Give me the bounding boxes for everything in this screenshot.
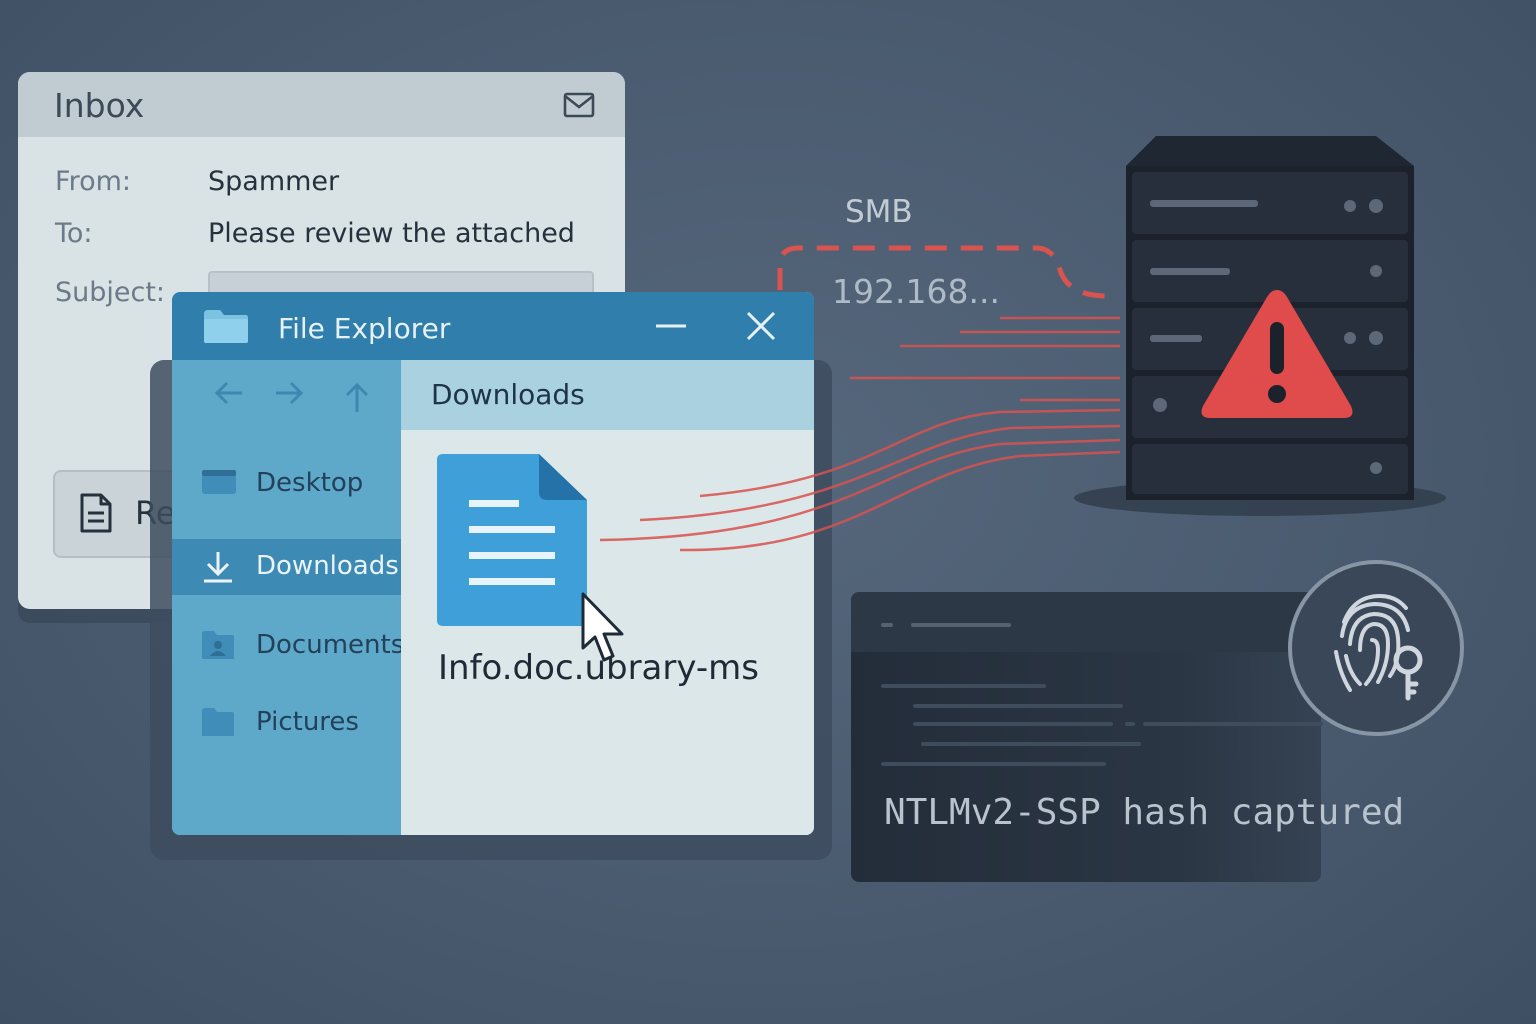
back-arrow-icon[interactable] xyxy=(212,378,246,412)
warning-icon xyxy=(1196,282,1358,428)
fingerprint-key-icon xyxy=(1284,556,1468,744)
current-path: Downloads xyxy=(431,378,585,411)
to-label: To: xyxy=(55,218,93,249)
up-arrow-icon[interactable] xyxy=(342,380,372,418)
sidebar-item-pictures[interactable]: Pictures xyxy=(172,695,401,751)
close-icon[interactable] xyxy=(745,310,777,346)
sidebar-item-label: Pictures xyxy=(256,707,359,737)
explorer-sidebar xyxy=(172,360,401,835)
sidebar-item-label: Desktop xyxy=(256,468,364,498)
file-name[interactable]: Info.doc.ubrary-ms xyxy=(438,648,759,688)
ip-address-label: 192.168... xyxy=(832,272,1000,311)
document-icon xyxy=(79,492,113,538)
to-value: Please review the attached xyxy=(208,218,575,249)
documents-icon xyxy=(200,628,236,666)
terminal-titlebar xyxy=(851,592,1321,652)
sidebar-item-documents[interactable]: Documents xyxy=(172,618,405,674)
download-icon xyxy=(200,549,236,589)
inbox-title: Inbox xyxy=(54,86,145,125)
protocol-label: SMB xyxy=(845,194,913,230)
folder-icon xyxy=(202,308,250,348)
hash-captured-message: NTLMv2-SSP hash captured xyxy=(884,792,1405,833)
from-value: Spammer xyxy=(208,166,340,197)
minimize-icon[interactable] xyxy=(654,312,688,346)
terminal-window xyxy=(851,592,1323,882)
from-label: From: xyxy=(55,166,131,197)
explorer-titlebar: File Explorer xyxy=(172,292,814,360)
sidebar-item-downloads[interactable]: Downloads xyxy=(172,539,401,595)
document-file-icon[interactable] xyxy=(435,452,589,632)
mouse-cursor-icon xyxy=(580,592,630,668)
subject-label: Subject: xyxy=(55,277,166,308)
address-bar[interactable]: Downloads xyxy=(401,360,814,430)
sidebar-item-desktop[interactable]: Desktop xyxy=(172,456,401,512)
inbox-titlebar: Inbox xyxy=(18,72,625,137)
explorer-title: File Explorer xyxy=(278,312,451,345)
forward-arrow-icon[interactable] xyxy=(272,378,306,412)
sidebar-item-label: Downloads xyxy=(256,551,399,581)
folder-icon xyxy=(200,705,236,743)
file-explorer-window: File Explorer Downloads Desktop xyxy=(172,292,814,835)
mail-icon[interactable] xyxy=(563,92,595,122)
sidebar-item-label: Documents xyxy=(256,630,405,660)
desktop-icon xyxy=(200,466,238,502)
